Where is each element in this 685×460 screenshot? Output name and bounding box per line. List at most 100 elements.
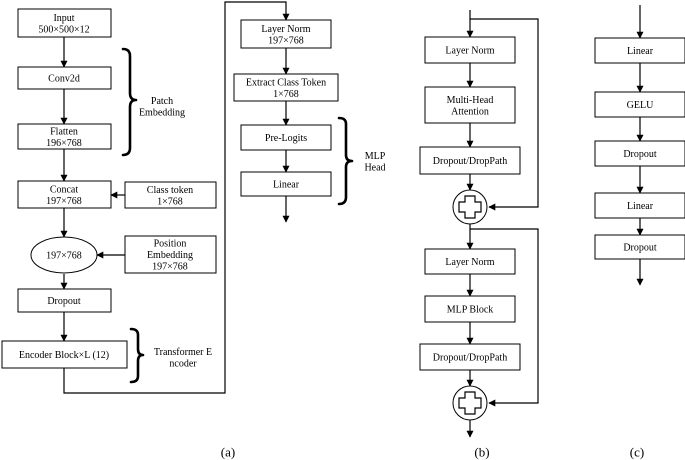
label-line: MLP Block — [447, 305, 494, 316]
label-line: Attention — [451, 106, 489, 117]
conv2d-label: Conv2d — [48, 74, 80, 85]
label-line: Concat — [50, 184, 79, 195]
label-line: MLP — [365, 151, 386, 162]
dropout-droppath-2-label: Dropout/DropPath — [433, 353, 507, 364]
conv2d-node: Conv2d — [17, 66, 112, 90]
label-line: Transformer E — [154, 347, 212, 358]
label-line: Flatten — [50, 126, 78, 137]
layer-norm-2-label: Layer Norm — [445, 257, 494, 268]
embedding-ellipse-node: 197×768 — [30, 236, 98, 274]
label-line: Conv2d — [48, 74, 80, 85]
linear-1-label: Linear — [627, 46, 654, 57]
embedding-ellipse-label: 197×768 — [46, 251, 82, 262]
label-line: GELU — [627, 100, 654, 111]
mlp-block-node: MLP Block — [424, 295, 516, 323]
label-line: Class token — [147, 185, 193, 196]
linear-2-label: Linear — [627, 201, 654, 212]
layer-norm-1-node: Layer Norm — [424, 36, 516, 64]
dropout-label: Dropout — [47, 296, 81, 307]
label-line: Input — [53, 13, 74, 24]
label-line: Dropout/DropPath — [433, 156, 507, 167]
label-line: Head — [364, 162, 385, 173]
label-line: Linear — [627, 46, 654, 57]
mlp-block-label: MLP Block — [447, 305, 494, 316]
label-line: 500×500×12 — [38, 24, 89, 35]
label-line: Encoder Block×L (12) — [19, 350, 109, 361]
label-line: Layer Norm — [261, 24, 310, 35]
label-line: Patch — [151, 96, 173, 107]
linear-head-node: Linear — [240, 171, 332, 197]
encoder-block-label: Encoder Block×L (12) — [19, 350, 109, 361]
label-line: Embedding — [147, 250, 193, 261]
label-line: Dropout/DropPath — [433, 353, 507, 364]
label-line: Embedding — [139, 107, 185, 118]
dropout-1-node: Dropout — [594, 140, 685, 167]
pre-logits-label: Pre-Logits — [265, 133, 307, 144]
pre-logits-node: Pre-Logits — [240, 124, 332, 151]
linear-head-label: Linear — [273, 180, 300, 191]
label-line: Extract Class Token — [246, 77, 326, 88]
encoder-block-node: Encoder Block×L (12) — [1, 340, 128, 369]
residual-skip-1 — [470, 18, 539, 211]
dropout-node: Dropout — [17, 288, 112, 313]
dropout-2-label: Dropout — [623, 243, 657, 254]
label-line: Position — [154, 239, 187, 250]
label-line: ncoder — [169, 358, 197, 369]
label-line: Dropout — [47, 296, 81, 307]
linear-1-node: Linear — [594, 37, 685, 64]
label-line: Pre-Logits — [265, 133, 307, 144]
label-line: 197×768 — [46, 196, 82, 207]
connector-encoder-to-layer-norm — [63, 1, 290, 394]
label-line: Dropout — [623, 243, 657, 254]
transformer-encoder-brace — [129, 327, 145, 384]
label-line: Linear — [273, 180, 300, 191]
layer-norm-1-label: Layer Norm — [445, 46, 494, 57]
label-line: 196×768 — [46, 138, 82, 149]
add-icon — [452, 385, 488, 421]
layer-norm-2-node: Layer Norm — [424, 248, 516, 275]
label-line: 1×768 — [273, 89, 299, 100]
label-line: 197×768 — [152, 262, 188, 273]
add-icon — [452, 189, 488, 225]
label-line: 197×768 — [268, 35, 304, 46]
residual-skip-2 — [470, 228, 539, 407]
label-line: Linear — [627, 201, 654, 212]
dropout-droppath-1-node: Dropout/DropPath — [419, 146, 521, 175]
dropout-droppath-1-label: Dropout/DropPath — [433, 156, 507, 167]
gelu-label: GELU — [627, 100, 654, 111]
caption-b: (b) — [474, 445, 489, 460]
gelu-node: GELU — [594, 91, 685, 118]
dropout-1-label: Dropout — [623, 149, 657, 160]
label-line: 1×768 — [157, 196, 183, 207]
linear-2-node: Linear — [594, 192, 685, 219]
mlp-head-brace — [337, 116, 354, 206]
patch-embedding-brace — [121, 47, 138, 157]
label-line: 197×768 — [46, 251, 82, 262]
panel-c: Linear GELU Dropout Linear Dropout (c) — [594, 5, 685, 460]
caption-a: (a) — [221, 445, 235, 460]
label-line: Dropout — [623, 149, 657, 160]
caption-c: (c) — [630, 445, 644, 460]
dropout-droppath-2-node: Dropout/DropPath — [419, 343, 521, 371]
label-line: Layer Norm — [445, 257, 494, 268]
